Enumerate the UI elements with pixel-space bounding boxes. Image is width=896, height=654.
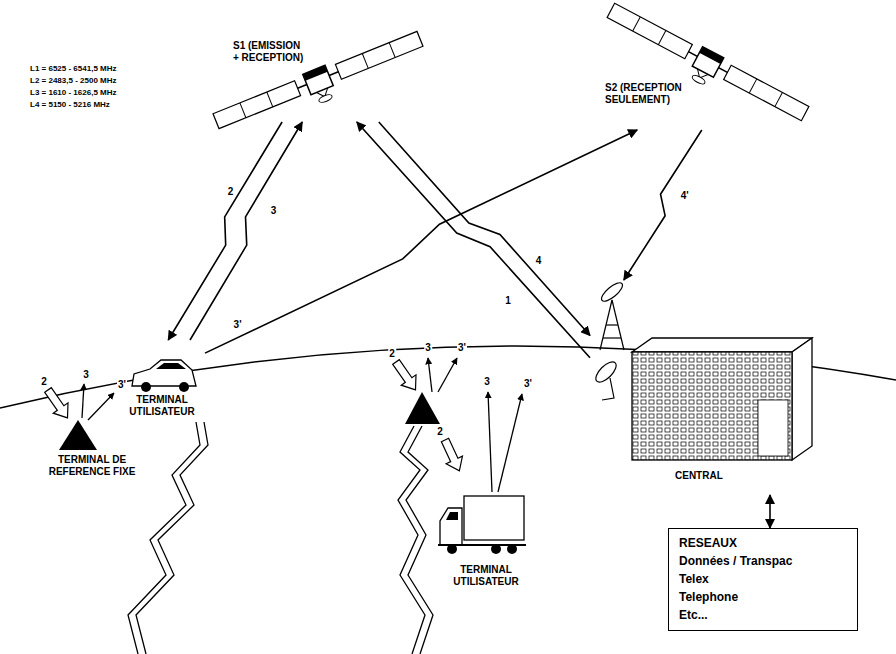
- radio-link: [190, 122, 302, 340]
- thin-arrow: [428, 358, 432, 392]
- callout-number: 3': [117, 379, 127, 390]
- antenna-tower: [599, 280, 625, 350]
- link-number-holder: 3: [270, 200, 278, 218]
- reference-pyramid: [59, 420, 97, 450]
- link-number-holder: 2: [227, 181, 235, 199]
- satellite-label: S1 (EMISSION + RECEPTION): [210, 5, 430, 122]
- network-item: Telex: [679, 570, 843, 588]
- thin-arrow: [498, 394, 522, 492]
- callout-number: 3: [483, 376, 491, 387]
- callout-number: 3: [424, 342, 432, 353]
- radio-link: [379, 122, 590, 336]
- link-number: 1: [504, 295, 512, 306]
- network-item: Données / Transpac: [679, 552, 843, 570]
- link-number: 2: [227, 186, 235, 197]
- user-terminal: TERMINAL UTILISATEUR: [120, 340, 205, 421]
- callout-number: 2: [40, 376, 48, 387]
- label-holder: 3': [523, 373, 533, 391]
- label-holder: 3: [483, 371, 491, 389]
- link-number-holder: 1: [504, 290, 512, 308]
- link-number: 3': [233, 319, 243, 330]
- callout-number: 2: [388, 348, 396, 359]
- hollow-arrow: [389, 357, 423, 395]
- satellite-label: S2 (RECEPTION SEULEMENT): [600, 0, 820, 130]
- frequency-band: L3 = 1610 - 1626,5 MHz: [30, 88, 117, 98]
- cliff-left: [128, 422, 208, 654]
- label-holder: L1 = 6525 - 6541,5 MHz: [30, 57, 117, 75]
- node-label: CENTRAL: [675, 470, 755, 482]
- label-holder: 2: [436, 421, 444, 439]
- label-holder: 3: [424, 337, 432, 355]
- frequency-band: L2 = 2483,5 - 2500 MHz: [30, 76, 117, 86]
- callout-number: 3: [82, 369, 90, 380]
- satellite-s1: [212, 29, 429, 143]
- link-number: 4': [680, 190, 690, 201]
- callout-number: 2: [436, 426, 444, 437]
- frequency-band: L4 = 5150 - 5216 MHz: [30, 100, 110, 110]
- thin-arrow: [88, 393, 114, 420]
- radio-link: [357, 122, 590, 358]
- frequency-band: L1 = 6525 - 6541,5 MHz: [30, 64, 117, 74]
- link-number-holder: 4': [680, 185, 690, 203]
- thin-arrow: [488, 392, 492, 492]
- link-number: 4: [535, 255, 543, 266]
- network-item: Etc...: [679, 606, 843, 624]
- label-holder: L4 = 5150 - 5216 MHz: [30, 93, 110, 111]
- label-holder: L2 = 2483,5 - 2500 MHz: [30, 69, 117, 87]
- node-label: S2 (RECEPTION SEULEMENT): [605, 82, 685, 106]
- reference-pyramid: [405, 392, 440, 424]
- link-number-holder: 3': [233, 314, 243, 332]
- link-number-holder: 4: [535, 250, 543, 268]
- hollow-arrow: [437, 436, 468, 474]
- central-station: CENTRAL: [590, 280, 810, 495]
- hollow-arrow: [41, 385, 75, 423]
- satellite-s2: [600, 1, 810, 134]
- dish-antenna: [593, 359, 620, 400]
- network-item: RESEAUX: [679, 534, 843, 552]
- label-holder: 2: [40, 371, 48, 389]
- thin-arrow: [82, 384, 84, 418]
- label-holder: 2: [388, 343, 396, 361]
- callout-number: 3': [457, 342, 467, 353]
- network-item: Telephone: [679, 588, 843, 606]
- network-link: [769, 495, 771, 528]
- car-icon: [132, 360, 196, 392]
- radio-link: [205, 130, 637, 353]
- label-holder: 3': [457, 337, 467, 355]
- node-label: TERMINAL UTILISATEUR: [126, 394, 198, 418]
- label-holder: 3: [82, 364, 90, 382]
- link-number: 3: [270, 205, 278, 216]
- node-label: TERMINAL UTILISATEUR: [450, 564, 522, 588]
- user-terminal: TERMINAL UTILISATEUR: [430, 490, 545, 595]
- callout-number: 3': [523, 378, 533, 389]
- cliff-middle: [398, 426, 433, 654]
- network-box: RESEAUXDonnées / TranspacTelexTelephoneE…: [668, 528, 858, 631]
- node-label: TERMINAL DE REFERENCE FIXE: [36, 454, 148, 478]
- node-label: S1 (EMISSION + RECEPTION): [233, 40, 306, 64]
- radio-link: [168, 122, 282, 340]
- reference-terminal: TERMINAL DE REFERENCE FIXE: [30, 420, 165, 492]
- radio-link: [624, 130, 702, 280]
- label-holder: L3 = 1610 - 1626,5 MHz: [30, 81, 117, 99]
- central-building: [632, 338, 812, 460]
- label-holder: 3': [117, 374, 127, 392]
- thin-arrow: [438, 358, 457, 392]
- truck-icon: [438, 496, 526, 554]
